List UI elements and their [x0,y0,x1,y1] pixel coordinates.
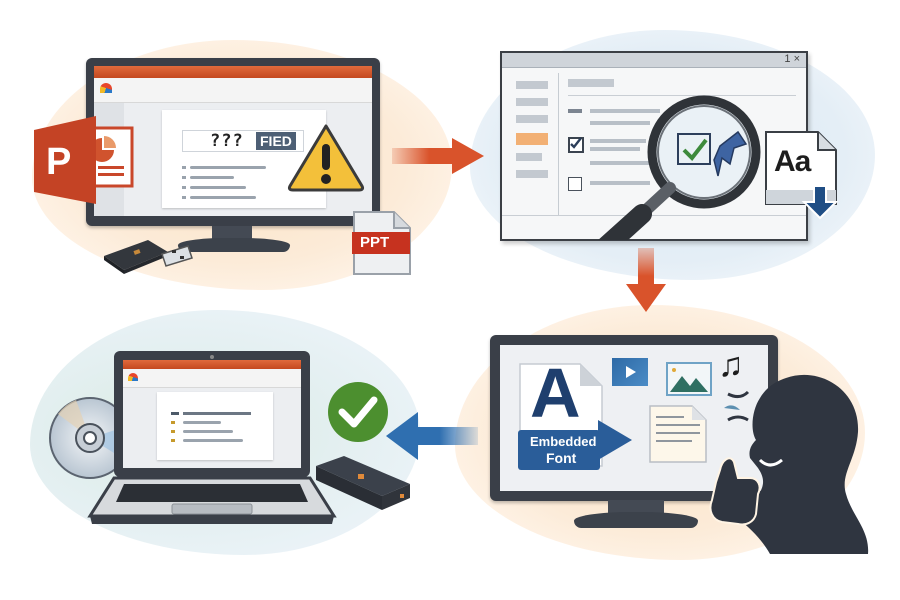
ppt-file-label: PPT [360,234,390,251]
laptop-ppt-titlebar [123,360,301,369]
laptop-slide [157,392,273,460]
bullet [182,196,186,199]
bullet [182,186,186,189]
music-note-icon: ♫ [718,346,744,384]
font-badge-text: Aa [774,145,811,178]
success-check-icon [328,382,388,442]
result-monitor-base [574,512,698,528]
option-line [590,139,646,143]
badge-arrow [598,420,632,460]
bullet-line [183,421,221,424]
title-marker [171,412,179,415]
footer-divider [502,215,806,216]
font-letter: A [530,354,581,432]
embedded-label-line1: Embedded [530,434,597,449]
bullet [171,430,175,433]
checkmark-icon [570,137,582,149]
nav-item[interactable] [516,170,548,178]
unchecked-checkbox[interactable] [568,177,582,191]
bullet-line [190,196,256,199]
powerpoint-logo-icon: P [34,116,134,204]
nav-item-active[interactable] [516,133,548,145]
svg-text:P: P [46,141,71,183]
bullet [182,176,186,179]
laptop-camera [210,355,214,359]
option-line [590,109,660,113]
office-logo-icon [100,83,112,93]
embed-fonts-checkbox[interactable] [568,137,584,153]
ppt-titlebar [94,66,372,78]
usb-drive-icon [104,240,193,274]
bullet-line [190,176,234,179]
embedded-label-line2: Font [546,450,577,466]
arrow-left-step3-to-step4 [386,412,478,460]
options-nav [508,73,559,215]
option-line [590,147,640,151]
bullet-line [190,186,246,189]
nav-item[interactable] [516,98,548,106]
option-line [590,161,650,165]
cd-disc-icon [49,397,131,479]
nav-item[interactable] [516,115,548,123]
laptop-keyboard-deck [87,476,337,524]
window-titlebar [502,53,806,68]
warning-icon [287,124,365,192]
section-heading [568,79,614,87]
ppt-ribbon [94,78,372,103]
bullet-line [183,430,233,433]
bullet-line [183,439,243,442]
external-drive-icon [316,456,410,510]
slide-heading-fragment: FIED [256,132,296,150]
laptop-icon [114,351,310,477]
arrow-down-step2-to-step3 [626,248,666,312]
embedded-font-badge [518,430,600,470]
option-marker [568,109,582,113]
missing-font-glyphs: ??? [210,131,244,151]
arrow-right-step1-to-step2 [392,138,484,174]
office-logo-icon [128,373,138,381]
video-icon [612,358,648,386]
slide-canvas: ??? FIED [162,110,326,208]
magnifier-icon [598,95,761,240]
person-thumbs-up-icon [709,374,869,554]
window-controls[interactable]: 1 × [784,53,800,65]
sound-waves-icon [724,390,750,422]
monitor-base [178,238,290,252]
laptop-ppt-ribbon [123,369,301,388]
bullet-line [190,166,266,169]
nav-item[interactable] [516,153,542,161]
image-icon [666,362,712,396]
option-line [590,121,650,125]
bullet [171,439,175,442]
font-file-download-icon [765,131,839,220]
nav-item[interactable] [516,81,548,89]
laptop-screen [123,360,301,468]
bullet [171,421,175,424]
option-line [590,181,650,185]
divider [568,95,796,96]
document-icon [649,405,707,463]
bullet [182,166,186,169]
title-line [183,412,251,415]
ppt-file-icon [352,211,411,275]
